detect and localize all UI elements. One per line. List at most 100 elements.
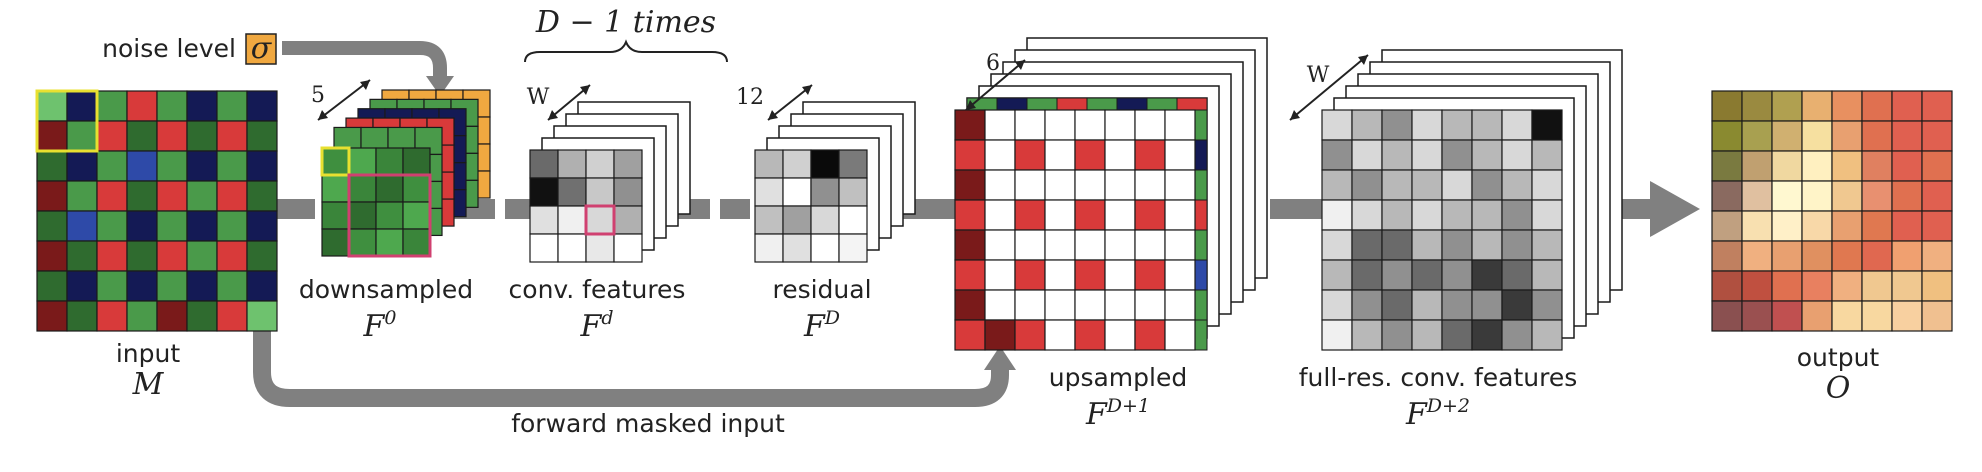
grid-cell xyxy=(1321,289,1353,321)
grid-cell xyxy=(1441,139,1473,171)
grid-cell xyxy=(1741,270,1773,302)
grid-cell xyxy=(984,319,1016,351)
grid-cell xyxy=(1831,150,1863,182)
grid-cell xyxy=(1531,259,1563,291)
grid-cell xyxy=(1801,270,1833,302)
grid-cell xyxy=(1164,289,1196,321)
grid-cell xyxy=(1441,319,1473,351)
grid-cell xyxy=(1831,300,1863,332)
grid-cell xyxy=(1164,319,1196,351)
grid-cell xyxy=(36,90,68,122)
grid-cell xyxy=(156,90,188,122)
grid-cell xyxy=(96,90,128,122)
grid-cell xyxy=(1044,169,1076,201)
edge-cell xyxy=(996,97,1028,111)
grid-cell xyxy=(126,180,158,212)
grid-cell xyxy=(1531,169,1563,201)
grid-cell xyxy=(1411,289,1443,321)
grid-cell xyxy=(1134,259,1166,291)
grid-cell xyxy=(1014,319,1046,351)
grid-cell xyxy=(838,177,868,207)
grid-cell xyxy=(1471,319,1503,351)
grid-cell xyxy=(954,109,986,141)
grid-cell xyxy=(1104,169,1136,201)
grid-cell xyxy=(1741,300,1773,332)
grid-cell xyxy=(1104,199,1136,231)
input-mosaic xyxy=(36,90,278,332)
grid-cell xyxy=(1891,150,1923,182)
grid-cell xyxy=(557,233,587,263)
grid-cell xyxy=(1501,139,1533,171)
grid-cell xyxy=(1531,139,1563,171)
grid-cell xyxy=(1771,270,1803,302)
grid-cell xyxy=(954,229,986,261)
depth-arrowheads xyxy=(318,55,1368,120)
grid-cell xyxy=(1134,139,1166,171)
grid-cell xyxy=(402,174,431,203)
grid-cell xyxy=(1921,300,1953,332)
grid-cell xyxy=(984,169,1016,201)
grid-cell xyxy=(1771,90,1803,122)
grid-cell xyxy=(1134,199,1166,231)
grid-cell xyxy=(1891,300,1923,332)
grid-cell xyxy=(1531,229,1563,261)
grid-cell xyxy=(1411,229,1443,261)
grid-cell xyxy=(216,300,248,332)
grid-cell xyxy=(246,180,278,212)
grid-cell xyxy=(1321,139,1353,171)
upsampled-symbol: FD+1 xyxy=(1085,395,1150,432)
edge-cell xyxy=(1194,109,1208,141)
grid-cell xyxy=(216,270,248,302)
grid-cell xyxy=(1044,139,1076,171)
grid-cell xyxy=(557,149,587,179)
grid-cell xyxy=(1441,289,1473,321)
edge-cell xyxy=(1194,259,1208,291)
grid-cell xyxy=(348,201,377,230)
grid-cell xyxy=(1801,90,1833,122)
grid-cell xyxy=(1531,319,1563,351)
grid-cell xyxy=(954,319,986,351)
depth-label-conv: W xyxy=(527,85,550,110)
grid-cell xyxy=(1074,109,1106,141)
grid-cell xyxy=(216,210,248,242)
grid-cell xyxy=(66,270,98,302)
grid-cell xyxy=(66,210,98,242)
fullres-symbol: FD+2 xyxy=(1405,395,1470,432)
grid-cell xyxy=(1164,259,1196,291)
grid-cell xyxy=(1771,120,1803,152)
depth-arrow-downsampled xyxy=(317,79,371,121)
grid-cell xyxy=(1104,139,1136,171)
grid-cell xyxy=(402,201,431,230)
upsampled-stack xyxy=(954,37,1268,351)
grid-cell xyxy=(1771,210,1803,242)
grid-cell xyxy=(156,210,188,242)
grid-cell xyxy=(1134,319,1166,351)
grid-cell xyxy=(96,150,128,182)
grid-cell xyxy=(585,149,615,179)
grid-cell xyxy=(1861,180,1893,212)
sigma-symbol: σ xyxy=(251,31,273,66)
grid-cell xyxy=(1861,120,1893,152)
grid-cell xyxy=(1711,90,1743,122)
grid-cell xyxy=(1134,109,1166,141)
grid-cell xyxy=(1921,180,1953,212)
grid-cell xyxy=(126,90,158,122)
grid-cell xyxy=(216,180,248,212)
grid-cell xyxy=(1831,270,1863,302)
grid-cell xyxy=(1861,150,1893,182)
grid-cell xyxy=(1321,109,1353,141)
grid-cell xyxy=(1381,319,1413,351)
grid-cell xyxy=(1351,139,1383,171)
grid-cell xyxy=(1471,229,1503,261)
grid-cell xyxy=(1531,199,1563,231)
grid-cell xyxy=(321,201,350,230)
grid-cell xyxy=(186,90,218,122)
grid-cell xyxy=(1074,289,1106,321)
grid-cell xyxy=(321,228,350,257)
noise-arrowhead xyxy=(426,76,454,96)
grid-cell xyxy=(984,139,1016,171)
grid-cell xyxy=(156,270,188,302)
grid-cell xyxy=(1831,210,1863,242)
depth-label-residual: 12 xyxy=(736,85,764,110)
edge-cell xyxy=(1194,319,1208,351)
